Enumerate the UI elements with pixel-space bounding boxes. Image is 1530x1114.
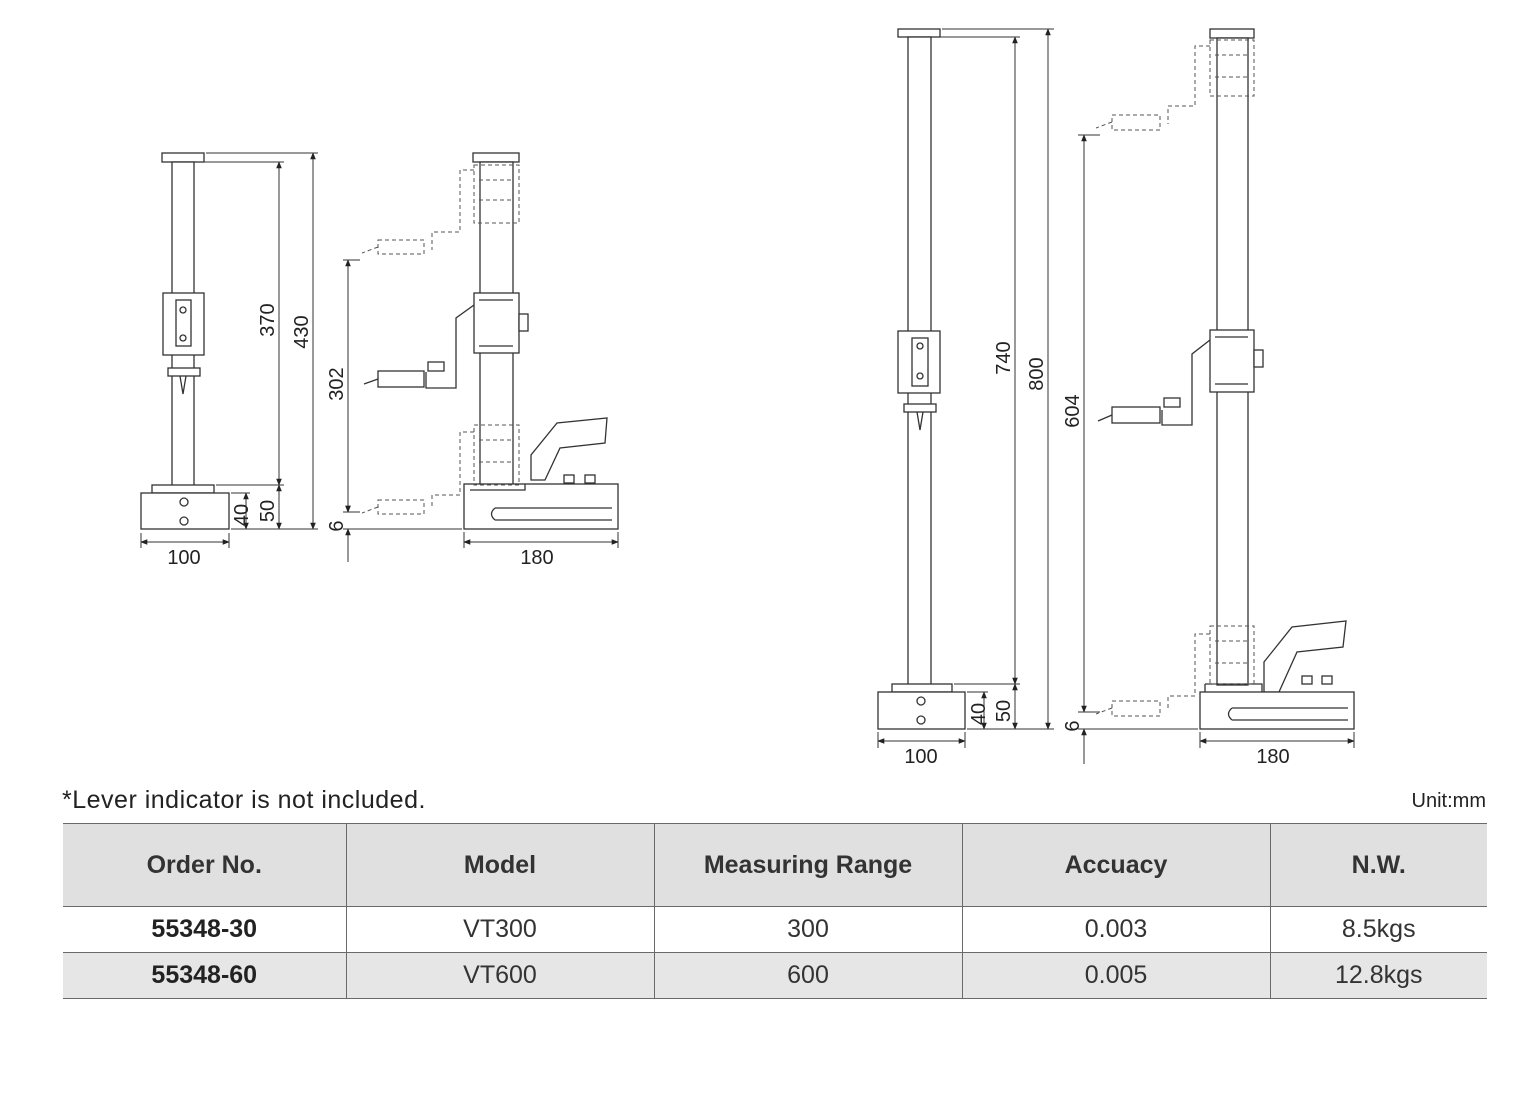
large-dim-base-height: 50	[993, 700, 1015, 722]
small-dim-range: 302	[326, 367, 348, 400]
small-front-base-step	[151, 484, 215, 494]
large-front-top-cap	[897, 28, 941, 38]
large-side-view	[1097, 28, 1355, 730]
large-side-indicator-knob	[1163, 397, 1181, 408]
small-front-base	[140, 492, 230, 530]
large-front-view	[877, 28, 966, 730]
spec-table: Order No. Model Measuring Range Accuacy …	[63, 823, 1487, 999]
large-side-indicator	[1111, 406, 1161, 424]
large-front-dimensions	[877, 28, 1054, 748]
large-front-base	[877, 691, 966, 730]
small-side-top-cap	[472, 152, 520, 163]
header-accuracy: Accuacy	[961, 823, 1271, 907]
small-dim-depth: 180	[520, 547, 553, 569]
large-front-knurl-ring	[903, 403, 937, 413]
large-front-base-step	[891, 683, 953, 693]
large-front-slider-plate	[911, 337, 929, 387]
cell-measuring-range: 300	[653, 906, 963, 953]
large-side-knob	[1253, 349, 1264, 368]
header-order-no: Order No.	[63, 823, 347, 907]
small-front-dimensions	[140, 152, 318, 548]
large-dim-offset: 6	[1062, 720, 1084, 731]
large-side-slider	[1209, 329, 1255, 393]
table-header-row: Order No. Model Measuring Range Accuacy …	[63, 823, 1487, 907]
header-net-weight: N.W.	[1269, 823, 1487, 907]
indicator-note: *Lever indicator is not included.	[62, 786, 426, 814]
small-side-handle	[530, 417, 608, 481]
small-front-top-cap	[161, 152, 205, 163]
small-front-view	[140, 152, 230, 530]
cell-order-no: 55348-30	[63, 906, 347, 953]
large-side-handle	[1263, 620, 1347, 693]
header-measuring-range: Measuring Range	[653, 823, 963, 907]
small-dim-offset: 6	[326, 520, 348, 531]
large-dim-total-height: 800	[1026, 357, 1048, 390]
large-dim-depth: 180	[1256, 746, 1289, 768]
large-dim-range: 604	[1062, 394, 1084, 427]
unit-label: Unit:mm	[1411, 790, 1486, 812]
large-dim-column-height: 740	[993, 341, 1015, 374]
large-dim-base-lower: 40	[968, 703, 990, 725]
cell-model: VT600	[345, 952, 655, 999]
header-model: Model	[345, 823, 655, 907]
small-side-indicator-knob	[427, 361, 445, 372]
small-side-ghost-positions	[361, 164, 520, 515]
technical-drawing: 430 370 50 40 100	[140, 28, 1355, 768]
table-row: 55348-60 VT600 600 0.005 12.8kgs	[63, 952, 1487, 999]
large-side-ghost-positions	[1095, 39, 1255, 717]
cell-accuracy: 0.005	[961, 952, 1271, 999]
small-side-dimensions	[343, 259, 619, 562]
table-row: 55348-30 VT300 300 0.003 8.5kgs	[63, 906, 1487, 953]
cell-net-weight: 8.5kgs	[1269, 906, 1487, 953]
cell-model: VT300	[345, 906, 655, 953]
small-dim-base-height: 50	[257, 500, 279, 522]
cell-accuracy: 0.003	[961, 906, 1271, 953]
small-dim-base-width: 100	[167, 547, 200, 569]
small-dim-total-height: 430	[291, 315, 313, 348]
large-dim-base-width: 100	[904, 746, 937, 768]
large-side-top-cap	[1209, 28, 1255, 39]
small-side-view	[363, 152, 619, 530]
small-side-indicator	[377, 370, 425, 388]
large-side-base	[1199, 691, 1355, 730]
cell-net-weight: 12.8kgs	[1269, 952, 1487, 999]
large-side-dimensions	[1078, 134, 1355, 764]
cell-order-no: 55348-60	[63, 952, 347, 999]
cell-measuring-range: 600	[653, 952, 963, 999]
small-dim-column-height: 370	[257, 303, 279, 336]
small-side-base	[463, 483, 619, 530]
small-side-knob	[518, 313, 529, 332]
small-front-knurl-ring	[167, 367, 201, 377]
small-side-slider	[473, 292, 520, 354]
small-dim-base-lower: 40	[231, 504, 253, 526]
